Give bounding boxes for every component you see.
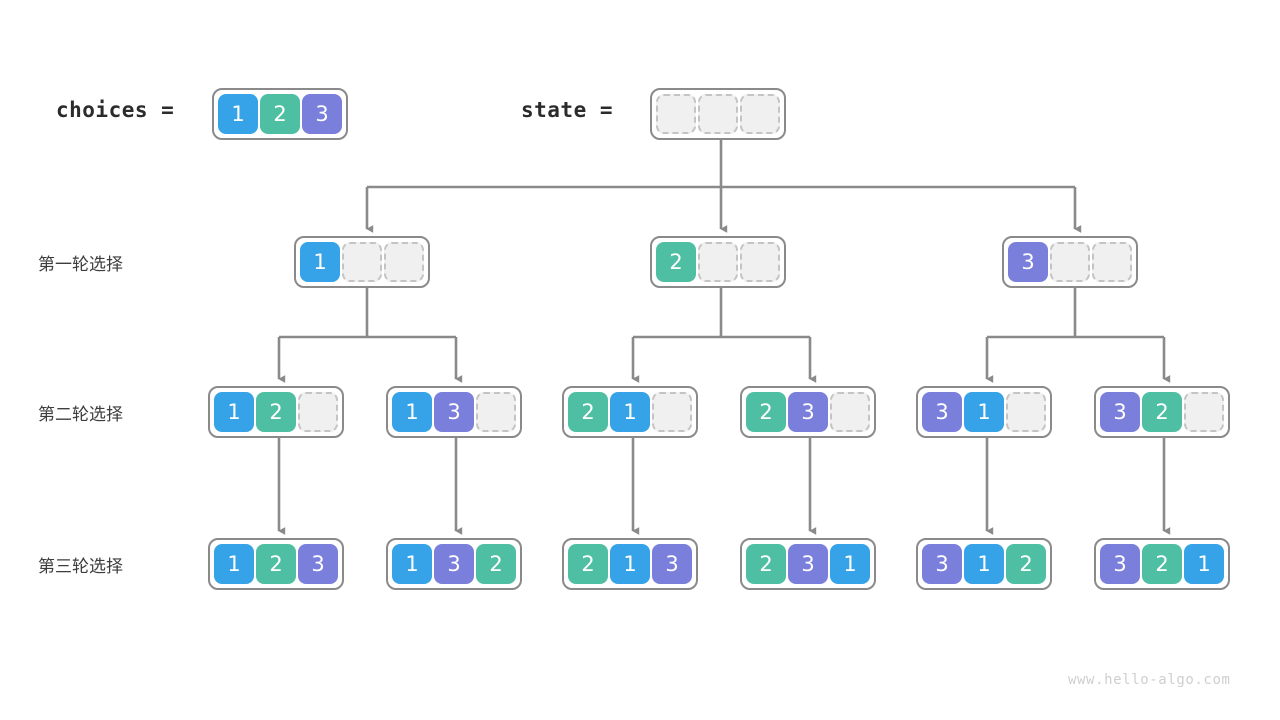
round2-node1-cell-3 — [298, 392, 338, 432]
round2-node2-cell-2: 3 — [434, 392, 474, 432]
round3-node4-cell-1: 2 — [746, 544, 786, 584]
round3-node6-cell-3: 1 — [1184, 544, 1224, 584]
round3-node6-cell-1: 3 — [1100, 544, 1140, 584]
round3-node1-cell-3: 3 — [298, 544, 338, 584]
round3-node2-cell-1: 1 — [392, 544, 432, 584]
choices-cell-3: 3 — [302, 94, 342, 134]
row-label-round-2: 第二轮选择 — [38, 405, 123, 425]
round2-node2-cell-1: 1 — [392, 392, 432, 432]
state-label: state = — [521, 98, 614, 122]
row-label-round-3: 第三轮选择 — [38, 557, 123, 577]
round1-node2-cell-2 — [698, 242, 738, 282]
state-cell-2 — [698, 94, 738, 134]
round2-node5-cell-2: 1 — [964, 392, 1004, 432]
round3-node2-cell-3: 2 — [476, 544, 516, 584]
round3-node4-cell-3: 1 — [830, 544, 870, 584]
tree-node-round1-1: 1 — [294, 236, 430, 288]
round2-node3-cell-2: 1 — [610, 392, 650, 432]
row-label-round-1: 第一轮选择 — [38, 255, 123, 275]
round3-node1-cell-2: 2 — [256, 544, 296, 584]
round2-node6-cell-3 — [1184, 392, 1224, 432]
state-cell-1 — [656, 94, 696, 134]
round2-node5-cell-3 — [1006, 392, 1046, 432]
round1-node2-cell-3 — [740, 242, 780, 282]
round2-node3-cell-3 — [652, 392, 692, 432]
tree-node-round1-2: 2 — [650, 236, 786, 288]
round1-node2-cell-1: 2 — [656, 242, 696, 282]
round3-node6-cell-2: 2 — [1142, 544, 1182, 584]
choices-cell-1: 1 — [218, 94, 258, 134]
round1-node3-cell-3 — [1092, 242, 1132, 282]
round2-node6-cell-2: 2 — [1142, 392, 1182, 432]
round3-node3-cell-1: 2 — [568, 544, 608, 584]
round2-node4-cell-1: 2 — [746, 392, 786, 432]
round3-node3-cell-3: 3 — [652, 544, 692, 584]
state-cell-3 — [740, 94, 780, 134]
choices-cell-2: 2 — [260, 94, 300, 134]
choices-label: choices = — [56, 98, 175, 122]
round1-node3-cell-1: 3 — [1008, 242, 1048, 282]
tree-node-round1-3: 3 — [1002, 236, 1138, 288]
round2-node1-cell-1: 1 — [214, 392, 254, 432]
round1-node1-cell-3 — [384, 242, 424, 282]
round2-node1-cell-2: 2 — [256, 392, 296, 432]
round1-node1-cell-1: 1 — [300, 242, 340, 282]
round3-node5-cell-2: 1 — [964, 544, 1004, 584]
round3-node4-cell-2: 3 — [788, 544, 828, 584]
round2-node6-cell-1: 3 — [1100, 392, 1140, 432]
round3-node5-cell-1: 3 — [922, 544, 962, 584]
round2-node4-cell-3 — [830, 392, 870, 432]
round3-node5-cell-3: 2 — [1006, 544, 1046, 584]
round3-node1-cell-1: 1 — [214, 544, 254, 584]
round1-node1-cell-2 — [342, 242, 382, 282]
round3-node2-cell-2: 3 — [434, 544, 474, 584]
round1-node3-cell-2 — [1050, 242, 1090, 282]
round2-node4-cell-2: 3 — [788, 392, 828, 432]
watermark: www.hello-algo.com — [1068, 672, 1231, 688]
state-array — [650, 88, 786, 140]
round2-node2-cell-3 — [476, 392, 516, 432]
round2-node3-cell-1: 2 — [568, 392, 608, 432]
round2-node5-cell-1: 3 — [922, 392, 962, 432]
round3-node3-cell-2: 1 — [610, 544, 650, 584]
